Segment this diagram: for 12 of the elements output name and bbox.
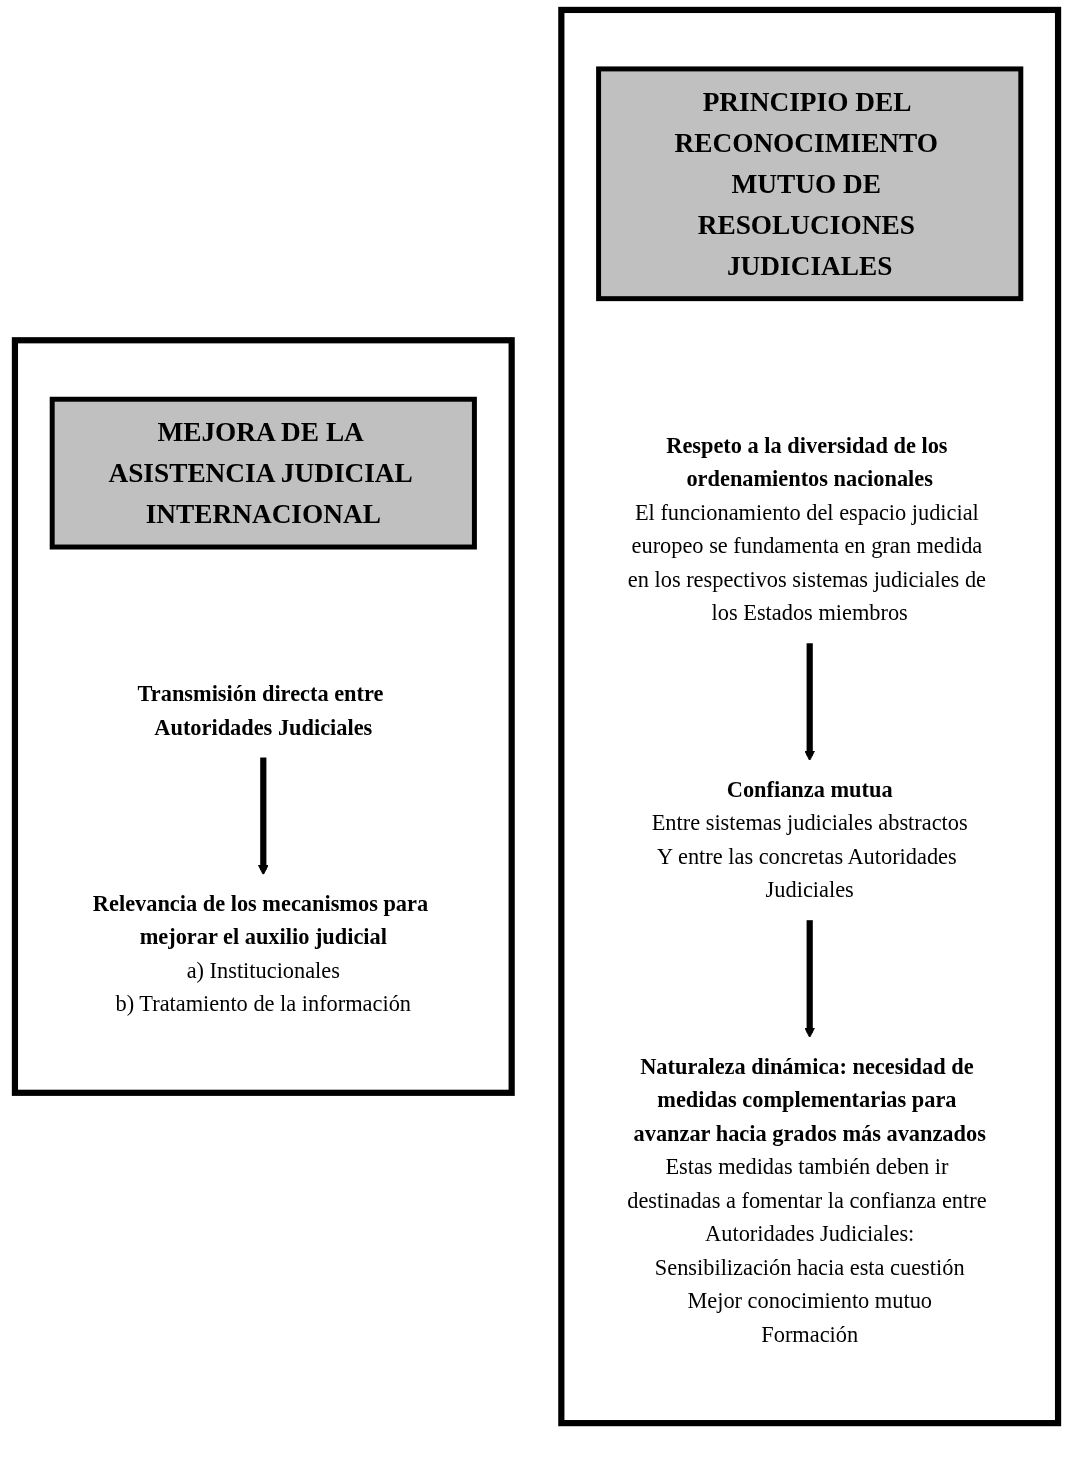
arrow: [804, 919, 816, 1039]
cluster: [558, 6, 1062, 1427]
arrow: [257, 756, 269, 876]
node-box: MEJORA DE LA ASISTENCIA JUDICIAL INTERNACIONAL: [49, 396, 477, 550]
node-text: Respeto a la diversidad de los ordenamientos nacionales El funcionamiento del espacio judicial europeo se fundamenta en gran medida en los respectivos sistemas judiciales de los Estados miembros: [627, 432, 986, 626]
node-text: Confianza mutua Entre sistemas judiciales abstractos Y entre las concretas Autoridades Judiciales: [651, 776, 968, 903]
node-text: Relevancia de los mecanismos para mejorar el auxilio judicial a) Institucionales b) Tratamiento de la información: [92, 891, 429, 1017]
node-text: Naturaleza dinámica: necesidad de medidas complementarias para avanzar hacia grados más avanzados Estas medidas también deben ir destinadas a fomentar la confianza entre Autoridades Judiciales: Sensibilización hacia esta cuestión Mejor conocimiento mutuo Formación: [627, 1053, 987, 1347]
node-text: Transmisión directa entre Autoridades Judiciales: [137, 681, 384, 740]
arrow: [804, 642, 816, 762]
cluster: [11, 337, 515, 1096]
node-box: PRINCIPIO DEL RECONOCIMIENTO MUTUO DE RESOLUCIONES JUDICIALES: [596, 66, 1024, 302]
